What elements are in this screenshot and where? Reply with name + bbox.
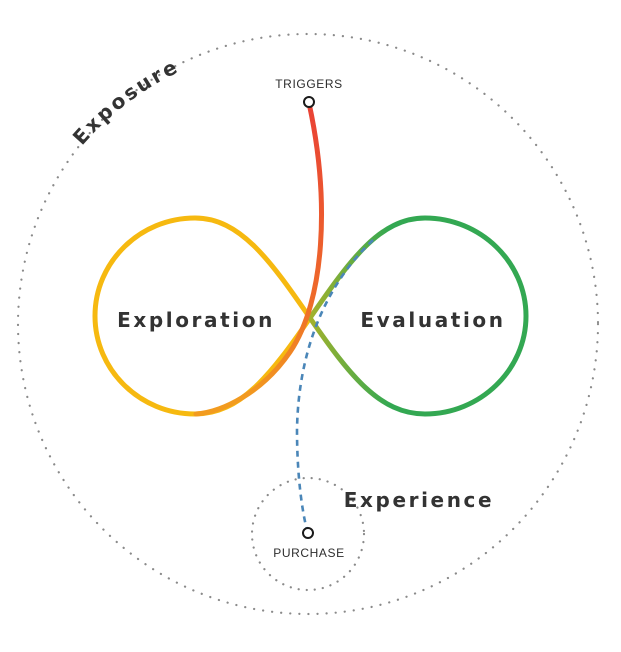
experience-label: Experience (344, 488, 494, 512)
exposure-boundary (16, 32, 600, 616)
exposure-label: Exposure (68, 54, 183, 150)
exploration-label: Exploration (117, 308, 275, 332)
purchase-label: PURCHASE (273, 546, 344, 560)
exposure-label-path: Exposure (68, 54, 181, 150)
evaluation-loop (307, 215, 529, 417)
purchase-path (295, 239, 374, 531)
triggers-path (193, 100, 324, 417)
triggers-label: TRIGGERS (275, 77, 342, 91)
purchase-node (302, 527, 314, 539)
triggers-node (303, 96, 315, 108)
experience-boundary (250, 476, 366, 592)
evaluation-label: Evaluation (360, 308, 505, 332)
